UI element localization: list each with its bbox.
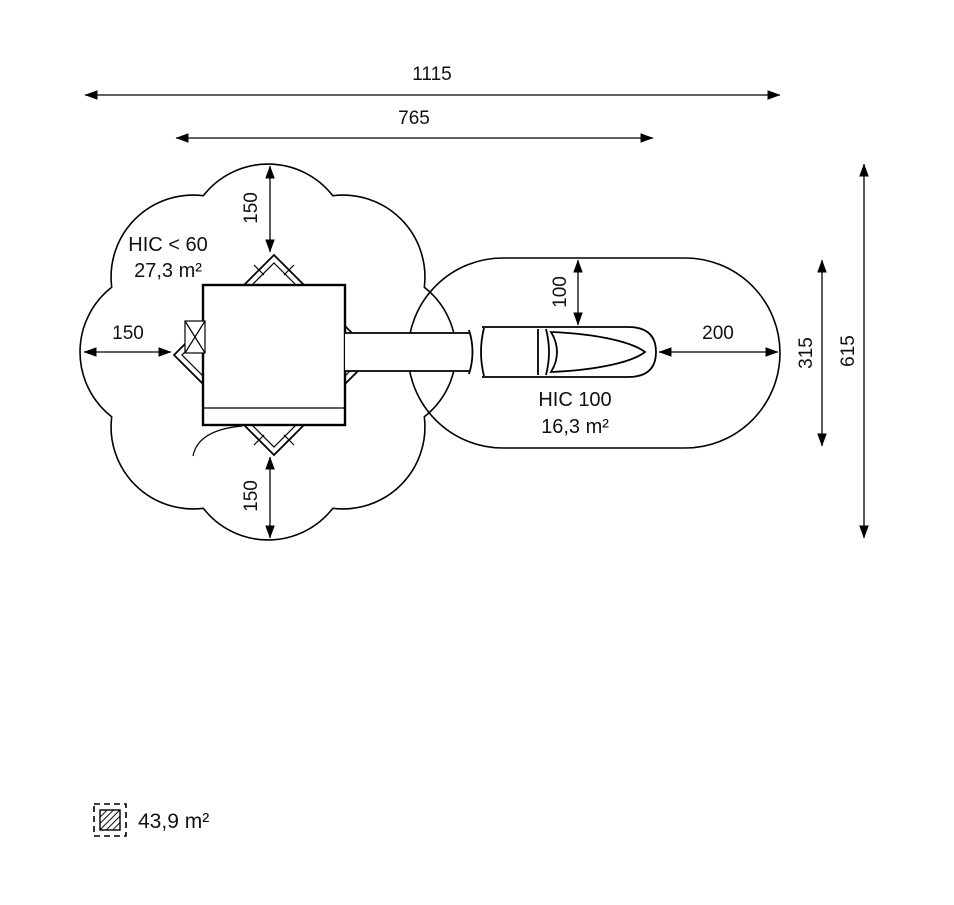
slide-exit-tongue xyxy=(549,331,647,373)
dim-left-clearance-label: 150 xyxy=(112,323,144,344)
zone-labels: HIC < 60 27,3 m² HIC 100 16,3 m² xyxy=(128,234,611,438)
area-hatch-icon xyxy=(93,803,127,837)
slide-chute-underlay xyxy=(345,333,485,371)
slide-structure xyxy=(345,326,657,378)
tower-platform-square xyxy=(201,283,347,427)
dimension-labels: 1115 765 150 150 150 100 200 315 615 xyxy=(112,64,859,512)
dim-overall-width-label: 1115 xyxy=(412,64,451,85)
dim-slide-top-clearance-label: 100 xyxy=(550,276,571,308)
dim-slide-zone-height-label: 315 xyxy=(796,337,817,369)
slide-chute-lines xyxy=(345,327,550,377)
tower-structure xyxy=(172,253,376,457)
tower-zone-area-label: 27,3 m² xyxy=(134,260,202,282)
tower-climb-arc xyxy=(192,425,243,457)
dim-structure-width-label: 765 xyxy=(398,108,430,129)
tower-zone-hic-label: HIC < 60 xyxy=(128,234,207,256)
dimension-lines xyxy=(83,90,869,539)
dim-bottom-clearance-label: 150 xyxy=(241,480,262,512)
slide-zone-hic-label: HIC 100 xyxy=(538,389,611,411)
slide-zone-area-label: 16,3 m² xyxy=(541,416,609,438)
dim-slide-end-clearance-label: 200 xyxy=(702,323,734,344)
tower-entry-platform xyxy=(184,320,206,354)
legend-total-area-label: 43,9 m² xyxy=(138,810,209,833)
net-attachment-crosses xyxy=(253,264,295,446)
dim-top-clearance-label: 150 xyxy=(241,192,262,224)
legend: 43,9 m² xyxy=(93,803,209,837)
dim-overall-height-label: 615 xyxy=(838,335,859,367)
